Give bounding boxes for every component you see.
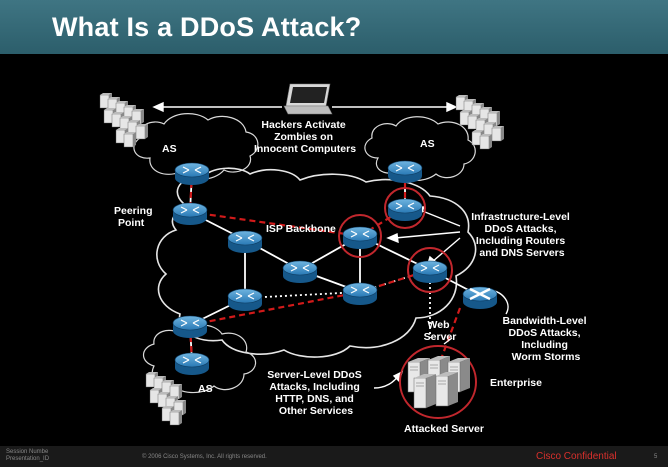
enterprise-label: Enterprise <box>490 377 542 389</box>
zombie-computers-right <box>455 94 505 150</box>
router-icon <box>172 315 208 339</box>
router-icon <box>282 260 318 284</box>
router-icon <box>387 160 423 184</box>
infrastructure-attack-label: Infrastructure-Level DDoS Attacks, Inclu… <box>471 211 573 259</box>
router-icon <box>387 198 423 222</box>
router-icon <box>174 162 210 186</box>
attacked-server-icons <box>407 355 471 409</box>
as-bottom-label: AS <box>198 383 213 395</box>
confidential-label: Cisco Confidential <box>536 451 617 462</box>
arrows <box>152 101 509 389</box>
router-icon <box>227 230 263 254</box>
hackers-label: Hackers Activate Zombies on Innocent Com… <box>254 119 356 155</box>
slide-title: What Is a DDoS Attack? <box>52 12 362 42</box>
router-icon <box>412 260 448 284</box>
router-icon <box>172 202 208 226</box>
zombie-computers-bottom <box>145 371 187 426</box>
ddos-diagram: Hackers Activate Zombies on Innocent Com… <box>99 83 590 435</box>
laptop-icon <box>283 83 333 115</box>
page-number: 5 <box>654 454 658 460</box>
copyright-notice: © 2006 Cisco Systems, Inc. All rights re… <box>142 454 267 460</box>
presentation-id-line: Presentation_ID <box>6 456 50 462</box>
router-icon <box>174 352 210 376</box>
zombie-computers-left <box>99 92 149 148</box>
compromised-router-icon <box>462 286 498 309</box>
router-icon <box>227 288 263 312</box>
session-number: Session Numbe Presentation_ID <box>6 449 49 463</box>
isp-backbone-label: ISP Backbone <box>266 223 336 235</box>
as-left-label: AS <box>162 143 177 155</box>
as-right-label: AS <box>420 138 435 150</box>
attacked-server-label: Attacked Server <box>404 423 484 435</box>
bandwidth-attack-label: Bandwidth-Level DDoS Attacks, Including … <box>503 315 590 363</box>
server-attack-label: Server-Level DDoS Attacks, Including HTT… <box>267 369 364 417</box>
highlight-rings <box>338 187 477 419</box>
router-icon <box>342 282 378 306</box>
cloud-isp-backbone <box>156 167 477 358</box>
dotted-links <box>244 269 431 338</box>
footer: Session Numbe Presentation_ID © 2006 Cis… <box>0 446 668 467</box>
title-bar: What Is a DDoS Attack? <box>0 0 668 54</box>
session-number-line: Session Numbe <box>6 449 49 455</box>
router-icon <box>342 226 378 250</box>
web-server-label: Web Server <box>424 319 457 343</box>
peering-point-label: Peering Point <box>114 205 155 229</box>
